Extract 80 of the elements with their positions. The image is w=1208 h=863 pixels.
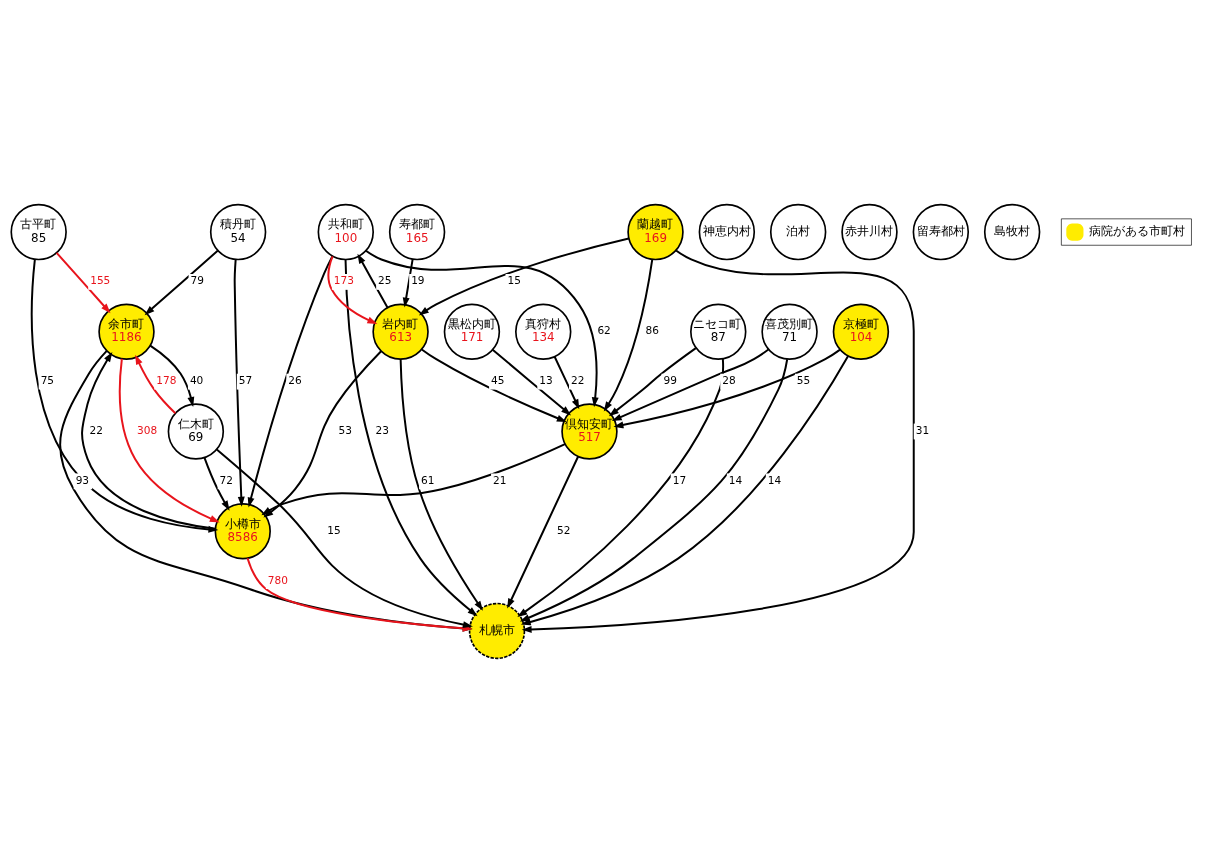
node-circle: 共和町 100	[317, 203, 374, 261]
edge-label: 23	[375, 424, 389, 437]
arrow	[399, 358, 483, 611]
arrow	[327, 255, 378, 325]
arrow	[203, 456, 230, 511]
node-circle: 黒松内町 171	[443, 303, 501, 360]
edge-label: 14	[728, 473, 743, 486]
arrow	[519, 358, 789, 622]
arrow	[247, 255, 334, 508]
node-circle: 泊村	[769, 203, 827, 261]
arrow	[418, 237, 630, 316]
node-circle: 留寿都村	[912, 203, 970, 261]
edge-label: 21	[493, 473, 507, 486]
edge-label: 72	[219, 473, 234, 486]
arrow	[233, 258, 245, 507]
node-circle: 積丹町 54	[209, 203, 267, 261]
edge-label: 79	[190, 274, 204, 287]
arrow	[611, 348, 770, 422]
edge-label: 17	[672, 473, 687, 486]
edge-label: 14	[767, 473, 782, 486]
edge-label: 45	[491, 374, 505, 387]
node-circle: 赤井川村	[841, 203, 898, 261]
arrow	[364, 249, 599, 408]
legend-label: 病院がある市町村	[1088, 223, 1185, 238]
arrow	[507, 455, 580, 609]
arrow	[246, 557, 473, 632]
edge-label: 155	[90, 274, 111, 287]
node-circle: ニセコ町 87	[690, 303, 747, 360]
edge-label: 40	[189, 374, 204, 387]
edge-label: 61	[421, 473, 435, 486]
arrow	[420, 348, 567, 422]
arrow	[613, 348, 842, 429]
node-circle: 古平町 85	[10, 203, 67, 261]
edge-label: 13	[539, 374, 553, 387]
node-circle: 島牧村	[983, 203, 1041, 261]
edge-label: 86	[645, 324, 660, 337]
edge-label: 75	[40, 374, 55, 387]
arrow	[81, 351, 217, 530]
edge-label: 15	[507, 274, 521, 287]
edge-label: 99	[663, 374, 677, 387]
edge-label: 26	[288, 374, 302, 387]
edge-label: 31	[915, 424, 930, 437]
node-circle: 真狩村 134	[515, 303, 572, 360]
edge-label: 19	[411, 274, 425, 287]
edge-label: 62	[597, 324, 611, 337]
edge-label: 25	[378, 274, 392, 287]
edge-label: 55	[796, 374, 811, 387]
arrow	[553, 355, 580, 410]
arrow	[149, 344, 195, 407]
node-circle: 仁木町 69	[167, 403, 225, 460]
arrow	[135, 354, 177, 415]
edge-label: 22	[570, 374, 585, 387]
node-circle: 神恵内村	[698, 203, 756, 261]
edge-label: 93	[75, 473, 90, 486]
arrow	[608, 347, 697, 417]
node-circle: 寿都町 165	[388, 203, 446, 261]
arrow	[521, 249, 915, 633]
node-circle: 蘭越町 169	[627, 203, 684, 261]
edge-label: 173	[333, 274, 355, 287]
edge-label: 28	[722, 374, 736, 387]
edge-label: 780	[267, 573, 288, 586]
edge-label: 22	[89, 424, 103, 437]
arrow	[118, 357, 220, 523]
arrow	[55, 251, 111, 314]
edge-label: 308	[137, 424, 158, 437]
arrow	[402, 258, 414, 308]
node-circle: 喜茂別町 71	[761, 303, 818, 360]
arrow	[520, 355, 850, 626]
node-circle: 京極町 104	[832, 303, 890, 360]
arrow	[517, 358, 725, 618]
arrow	[357, 253, 389, 309]
arrow	[144, 249, 219, 316]
arrow	[59, 349, 473, 632]
edge-label: 178	[156, 374, 177, 387]
edge-label: 15	[327, 523, 341, 536]
edge-label: 52	[557, 523, 571, 536]
edge-label: 57	[238, 374, 253, 387]
edge-label: 53	[338, 424, 352, 437]
arrow	[603, 258, 654, 412]
arrow	[344, 258, 478, 617]
